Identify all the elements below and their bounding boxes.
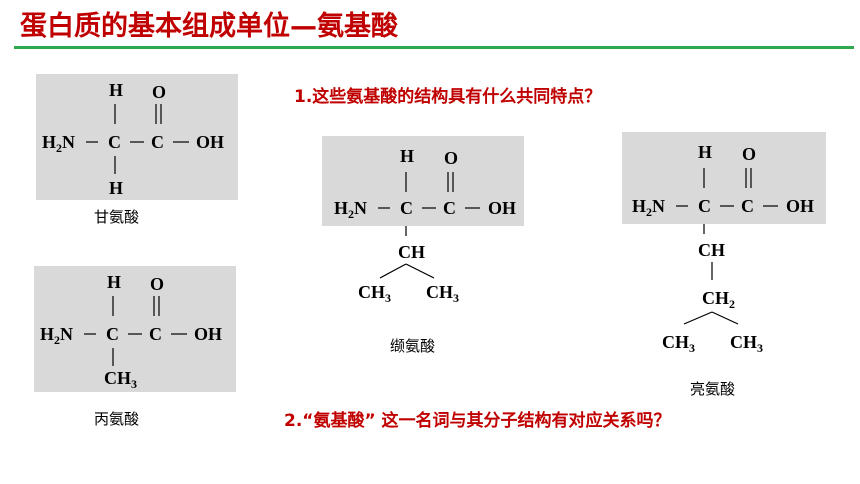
alanine-top-h: H (107, 272, 121, 292)
leucine-methyl-left: CH3 (662, 332, 695, 355)
leucine-structure: H O H2N C C OH (622, 132, 826, 224)
glycine-alpha-carbon: C (108, 132, 121, 152)
valine-label: 缬氨酸 (390, 337, 436, 355)
leucine-hydroxyl: OH (786, 196, 814, 216)
glycine-structure: H O H2N C C OH H (36, 74, 238, 200)
glycine-label: 甘氨酸 (94, 208, 140, 226)
leucine-top-h: H (698, 142, 712, 162)
alanine-label: 丙氨酸 (94, 410, 140, 428)
alanine-methyl-group: CH3 (104, 368, 137, 391)
question-2: 2.“氨基酸” 这一名词与其分子结构有对应关系吗？ (284, 411, 671, 431)
valine-amino-group: H2N (334, 198, 367, 221)
alanine-structure: H O H2N C C OH CH3 (34, 266, 236, 392)
title-underline (14, 46, 854, 49)
valine-ch: CH (398, 242, 425, 262)
alanine-amino-group: H2N (40, 324, 73, 347)
glycine-hydroxyl: OH (196, 132, 224, 152)
glycine-carbonyl-o: O (152, 82, 166, 102)
glycine-top-h: H (109, 80, 123, 100)
leucine-ch: CH (698, 240, 725, 260)
glycine-carboxyl-carbon: C (151, 132, 164, 152)
glycine-amino-group: H2N (42, 132, 75, 155)
leucine-alpha-carbon: C (698, 196, 711, 216)
leucine-ch2: CH2 (702, 288, 735, 311)
valine-side-chain: CH CH3 CH3 (358, 226, 459, 305)
leucine-amino-group: H2N (632, 196, 665, 219)
alanine-alpha-carbon: C (106, 324, 119, 344)
valine-top-h: H (400, 146, 414, 166)
valine-hydroxyl: OH (488, 198, 516, 218)
alanine-hydroxyl: OH (194, 324, 222, 344)
leucine-carbonyl-o: O (742, 144, 756, 164)
alanine-carboxyl-carbon: C (149, 324, 162, 344)
valine-carboxyl-carbon: C (443, 198, 456, 218)
leucine-methyl-right: CH3 (730, 332, 763, 355)
valine-carbonyl-o: O (444, 148, 458, 168)
question-1: 1.这些氨基酸的结构具有什么共同特点？ (294, 87, 602, 107)
valine-alpha-carbon: C (400, 198, 413, 218)
page-title: 蛋白质的基本组成单位—氨基酸 (20, 11, 398, 42)
valine-methyl-left: CH3 (358, 282, 391, 305)
glycine-bottom-h: H (109, 178, 123, 198)
leucine-side-chain: CH CH2 CH3 CH3 (662, 224, 763, 355)
valine-structure: H O H2N C C OH (322, 136, 524, 226)
leucine-carboxyl-carbon: C (741, 196, 754, 216)
valine-methyl-right: CH3 (426, 282, 459, 305)
alanine-carbonyl-o: O (150, 274, 164, 294)
leucine-label: 亮氨酸 (690, 380, 736, 398)
